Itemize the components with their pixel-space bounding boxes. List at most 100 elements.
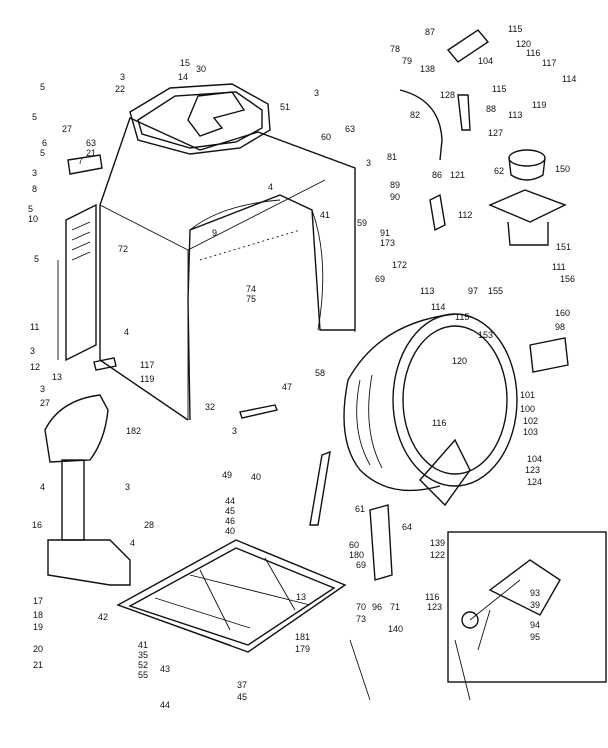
svg-text:104: 104 <box>527 454 542 464</box>
hinge-bracket <box>369 504 393 581</box>
svg-text:98: 98 <box>555 322 565 332</box>
svg-text:41: 41 <box>320 210 330 220</box>
svg-text:70: 70 <box>356 602 366 612</box>
svg-text:114: 114 <box>562 74 576 84</box>
svg-text:52: 52 <box>138 660 148 670</box>
svg-text:139: 139 <box>430 538 445 548</box>
drum <box>343 313 518 507</box>
svg-text:22: 22 <box>115 84 125 94</box>
svg-text:69: 69 <box>375 274 385 284</box>
svg-text:75: 75 <box>246 294 256 304</box>
svg-text:4: 4 <box>268 182 273 192</box>
svg-text:51: 51 <box>280 102 290 112</box>
svg-text:71: 71 <box>390 602 400 612</box>
svg-text:11: 11 <box>30 322 39 332</box>
svg-text:44: 44 <box>160 700 170 710</box>
svg-text:120: 120 <box>452 356 467 366</box>
svg-text:17: 17 <box>33 596 43 606</box>
svg-text:63: 63 <box>86 138 96 148</box>
svg-text:97: 97 <box>468 286 478 296</box>
svg-text:94: 94 <box>530 620 540 630</box>
svg-text:59: 59 <box>357 218 367 228</box>
svg-text:62: 62 <box>494 166 504 176</box>
svg-text:21: 21 <box>86 148 96 158</box>
bracket-47 <box>239 404 278 419</box>
svg-text:3: 3 <box>30 346 35 356</box>
svg-text:13: 13 <box>296 592 306 602</box>
detail-inset <box>447 531 607 683</box>
svg-text:5: 5 <box>40 148 45 158</box>
cabinet-body <box>99 117 356 421</box>
svg-text:122: 122 <box>430 550 445 560</box>
svg-text:28: 28 <box>144 520 154 530</box>
svg-text:21: 21 <box>33 660 43 670</box>
svg-text:91: 91 <box>380 228 390 238</box>
svg-text:45: 45 <box>225 506 235 516</box>
svg-text:49: 49 <box>222 470 232 480</box>
svg-text:73: 73 <box>356 614 366 624</box>
svg-text:153: 153 <box>478 330 493 340</box>
cabinet-top <box>129 83 271 155</box>
svg-text:3: 3 <box>32 168 37 178</box>
svg-text:115: 115 <box>492 84 506 94</box>
svg-text:182: 182 <box>126 426 141 436</box>
svg-text:179: 179 <box>295 644 310 654</box>
base-frame <box>116 539 347 653</box>
svg-text:181: 181 <box>295 632 310 642</box>
filter-slot <box>67 154 103 175</box>
svg-text:112: 112 <box>458 210 472 220</box>
blower-housing <box>44 394 131 586</box>
svg-text:8: 8 <box>32 184 37 194</box>
motor-detail <box>461 559 561 651</box>
svg-text:100: 100 <box>520 404 535 414</box>
leader-lines <box>349 639 471 701</box>
svg-text:27: 27 <box>62 124 72 134</box>
svg-text:150: 150 <box>555 164 570 174</box>
svg-text:3: 3 <box>232 426 237 436</box>
svg-text:14: 14 <box>178 72 188 82</box>
svg-text:101: 101 <box>520 390 535 400</box>
svg-text:5: 5 <box>40 82 45 92</box>
svg-text:103: 103 <box>523 427 538 437</box>
svg-text:6: 6 <box>42 138 47 148</box>
svg-text:121: 121 <box>450 170 465 180</box>
svg-text:89: 89 <box>390 180 400 190</box>
svg-text:60: 60 <box>321 132 331 142</box>
svg-text:172: 172 <box>392 260 407 270</box>
svg-text:4: 4 <box>130 538 135 548</box>
svg-text:16: 16 <box>32 520 42 530</box>
svg-text:115: 115 <box>455 312 469 322</box>
svg-text:93: 93 <box>530 588 540 598</box>
strip-103 <box>93 357 117 371</box>
svg-text:47: 47 <box>282 382 292 392</box>
svg-text:35: 35 <box>138 650 148 660</box>
svg-text:119: 119 <box>532 100 546 110</box>
svg-text:117: 117 <box>140 360 154 370</box>
svg-text:114: 114 <box>431 302 445 312</box>
svg-text:180: 180 <box>349 550 364 560</box>
svg-text:3: 3 <box>125 482 130 492</box>
svg-text:116: 116 <box>432 418 446 428</box>
svg-text:3: 3 <box>314 88 319 98</box>
svg-text:9: 9 <box>212 228 217 238</box>
svg-text:119: 119 <box>140 374 154 384</box>
svg-text:64: 64 <box>402 522 412 532</box>
svg-text:41: 41 <box>138 640 148 650</box>
svg-text:86: 86 <box>432 170 442 180</box>
svg-text:140: 140 <box>388 624 403 634</box>
svg-text:37: 37 <box>237 680 247 690</box>
svg-text:90: 90 <box>390 192 400 202</box>
svg-text:13: 13 <box>52 372 62 382</box>
svg-text:43: 43 <box>160 664 170 674</box>
svg-text:151: 151 <box>556 242 571 252</box>
svg-text:87: 87 <box>425 27 435 37</box>
svg-text:45: 45 <box>237 692 247 702</box>
svg-text:123: 123 <box>427 602 442 612</box>
svg-text:160: 160 <box>555 308 570 318</box>
svg-text:74: 74 <box>246 284 256 294</box>
svg-text:12: 12 <box>30 362 40 372</box>
svg-text:61: 61 <box>355 504 365 514</box>
svg-text:5: 5 <box>32 112 37 122</box>
svg-text:3: 3 <box>40 384 45 394</box>
